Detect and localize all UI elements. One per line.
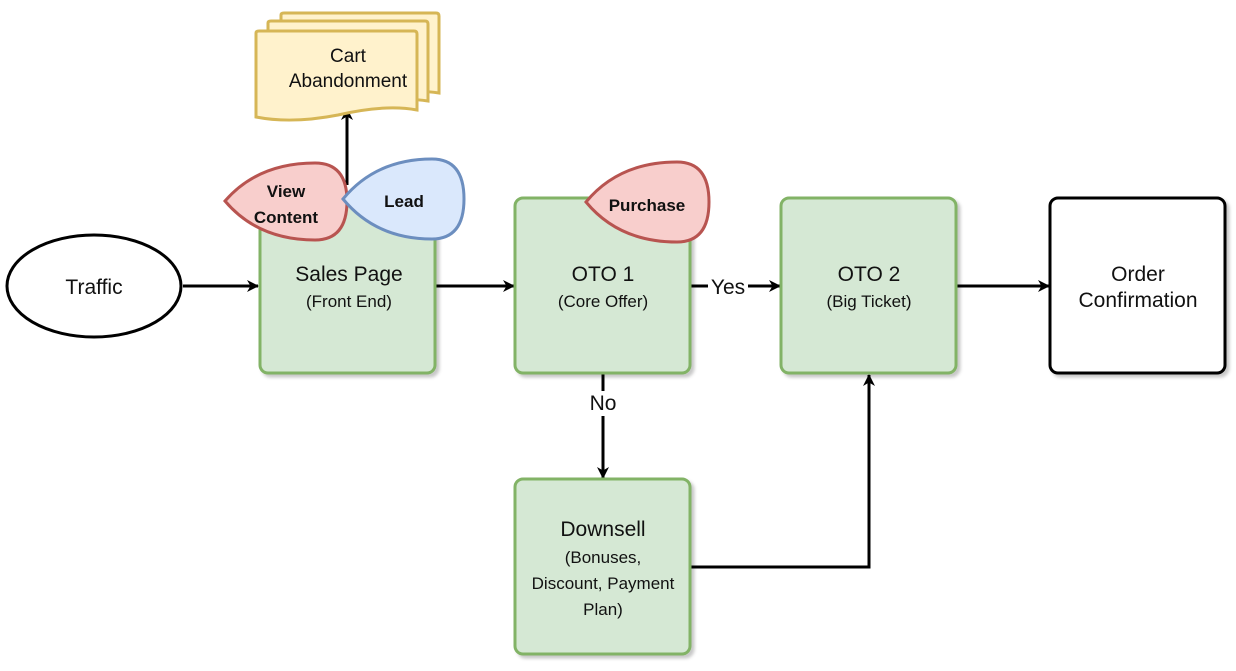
order-confirmation-node[interactable]: Order Confirmation xyxy=(1048,196,1227,375)
edge-downsell-to-oto2 xyxy=(690,374,875,569)
oto1-title: OTO 1 xyxy=(572,263,635,286)
downsell-title: Downsell xyxy=(560,518,645,541)
oto2-node[interactable]: OTO 2 (Big Ticket) xyxy=(779,196,958,375)
downsell-line2: Discount, Payment xyxy=(532,574,675,593)
downsell-line1: (Bonuses, xyxy=(565,548,642,567)
lead-tag[interactable]: Lead xyxy=(341,157,466,241)
downsell-line3: Plan) xyxy=(583,600,623,619)
cart-abandonment-line1: Cart xyxy=(330,46,367,67)
cart-abandonment-line2: Abandonment xyxy=(289,71,408,92)
edge-label-yes: Yes xyxy=(711,276,745,299)
view-content-line1: View xyxy=(267,182,306,201)
no-label-background xyxy=(586,391,620,416)
cart-abandonment-node[interactable]: Cart Abandonment xyxy=(254,11,441,122)
traffic-label: Traffic xyxy=(65,276,122,299)
traffic-node[interactable]: Traffic xyxy=(5,233,183,339)
edge-label-no: No xyxy=(590,392,617,415)
oto1-subtitle: (Core Offer) xyxy=(558,292,648,311)
order-confirmation-line2: Confirmation xyxy=(1078,289,1197,312)
yes-label-background xyxy=(708,274,748,299)
purchase-tag[interactable]: Purchase xyxy=(584,160,711,244)
cart-abandonment-front-sheet xyxy=(254,29,419,122)
order-confirmation-line1: Order xyxy=(1111,263,1165,286)
oto1-node[interactable]: OTO 1 (Core Offer) xyxy=(513,196,692,375)
view-content-tag[interactable]: View Content xyxy=(223,161,349,242)
view-content-line2: Content xyxy=(254,208,319,227)
downsell-node[interactable]: Downsell (Bonuses, Discount, Payment Pla… xyxy=(513,477,692,656)
purchase-label: Purchase xyxy=(609,196,686,215)
oto2-subtitle: (Big Ticket) xyxy=(826,292,911,311)
oto2-title: OTO 2 xyxy=(838,263,901,286)
lead-label: Lead xyxy=(384,192,424,211)
sales-page-title: Sales Page xyxy=(295,263,402,286)
sales-page-subtitle: (Front End) xyxy=(306,292,392,311)
